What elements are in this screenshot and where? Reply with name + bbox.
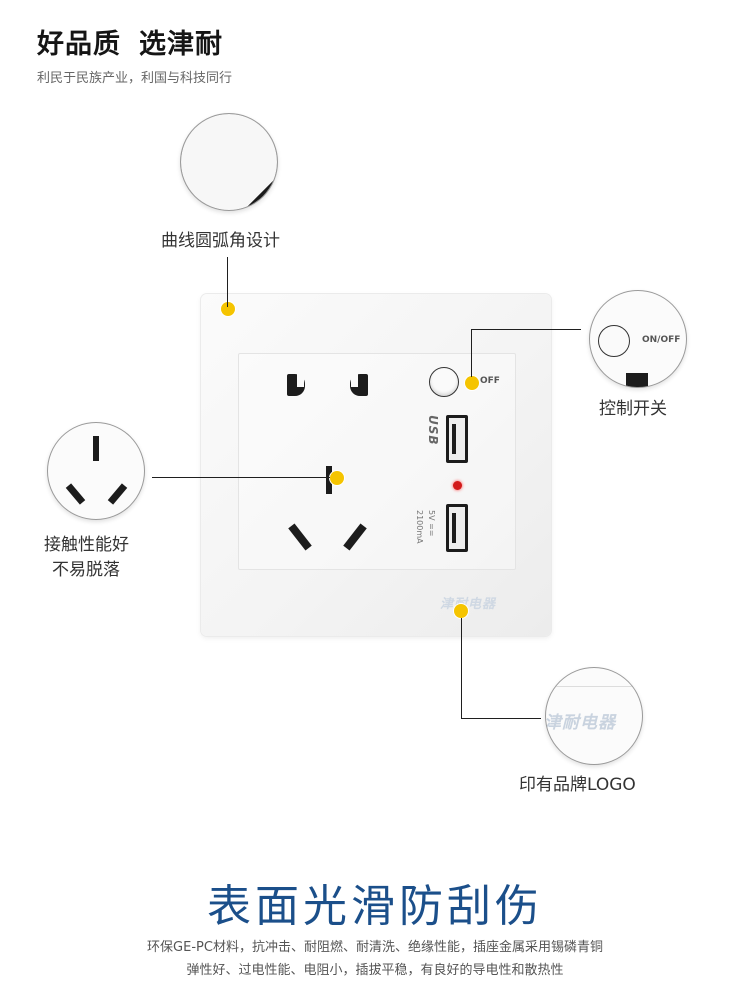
three-pin-top-slot	[326, 466, 332, 494]
panel-brand-logo: 津耐电器	[440, 597, 497, 612]
logo-zoom-text: 津耐电器	[545, 713, 616, 733]
contact-zoom-circle	[47, 422, 145, 520]
contact-zoom-right-slot	[107, 483, 128, 505]
material-description-line-1: 环保GE-PC材料，抗冲击、耐阻燃、耐清洗、绝缘性能，插座金属采用锡磷青铜	[147, 940, 603, 955]
usb-label: USB	[426, 415, 440, 446]
corner-callout-label: 曲线圆弧角设计	[161, 231, 280, 251]
page-title: 好品质选津耐	[37, 22, 223, 61]
switch-leader-horizontal	[471, 329, 581, 330]
contact-callout-dot	[330, 471, 344, 485]
corner-zoom-circle	[180, 113, 278, 211]
contact-zoom-top-slot	[93, 436, 99, 461]
switch-zoom-label: ON/OFF	[642, 335, 681, 345]
contact-callout-label-2: 不易脱落	[52, 560, 120, 580]
contact-zoom-left-slot	[65, 483, 86, 505]
socket-panel	[201, 294, 551, 636]
logo-zoom-circle: 津耐电器	[545, 667, 643, 765]
two-pin-right-notch	[351, 374, 358, 387]
switch-zoom-button	[598, 325, 630, 357]
logo-callout-label: 印有品牌LOGO	[519, 775, 636, 795]
logo-leader-horizontal	[461, 718, 541, 719]
current-label: 2100mA	[415, 510, 424, 544]
usb-port-top[interactable]	[446, 415, 468, 463]
logo-leader-vertical	[461, 618, 462, 719]
title-part-2: 选津耐	[139, 29, 223, 60]
power-indicator-light	[453, 481, 462, 490]
page-subtitle: 利民于民族产业，利国与科技同行	[37, 71, 233, 86]
rocker-switch[interactable]	[429, 367, 459, 397]
usb-port-bottom[interactable]	[446, 504, 468, 552]
surface-headline: 表面光滑防刮伤	[207, 881, 543, 932]
title-part-1: 好品质	[37, 29, 121, 60]
contact-leader-line	[152, 477, 330, 478]
contact-callout-label-1: 接触性能好	[44, 535, 129, 555]
material-description-line-2: 弹性好、过电性能、电阻小，插拔平稳，有良好的导电性和散热性	[186, 963, 564, 978]
corner-callout-dot	[221, 302, 235, 316]
two-pin-left-notch	[297, 374, 304, 387]
switch-leader-vertical	[471, 329, 472, 377]
switch-off-label: OFF	[480, 376, 500, 386]
switch-zoom-circle: ON/OFF	[589, 290, 687, 388]
switch-callout-dot	[465, 376, 479, 390]
switch-callout-label: 控制开关	[599, 399, 667, 419]
voltage-label: 5V ==	[427, 510, 436, 537]
logo-callout-dot	[454, 604, 468, 618]
logo-zoom-inner-edge	[546, 686, 642, 687]
switch-zoom-usb-edge	[626, 373, 648, 387]
corner-leader-line	[227, 257, 228, 307]
